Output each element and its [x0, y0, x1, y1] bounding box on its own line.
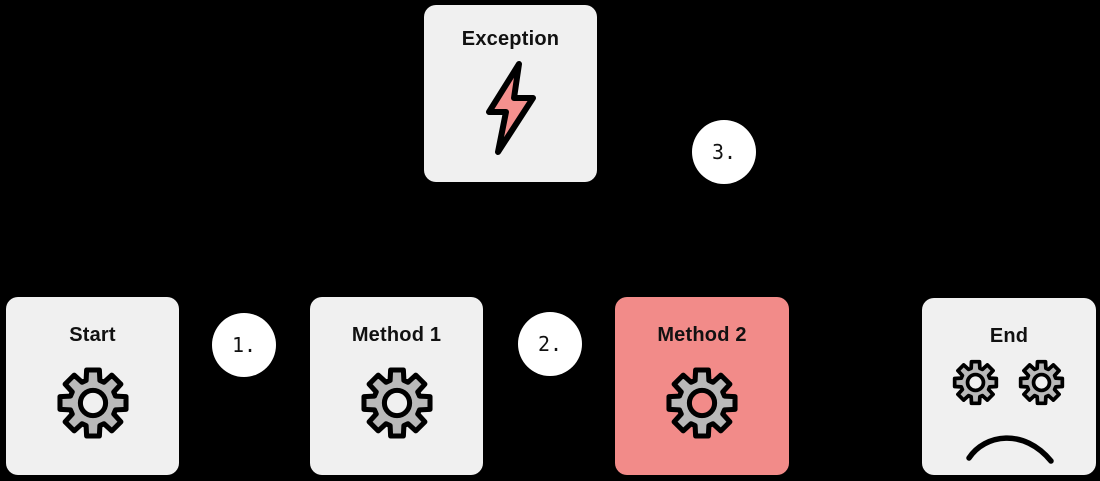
- node-end-label: End: [989, 325, 1029, 347]
- gear-icon: [660, 361, 744, 445]
- node-method-1-label: Method 1: [351, 324, 442, 346]
- node-start-label: Start: [69, 324, 116, 346]
- gear-icon: [51, 361, 135, 445]
- step-marker-3-label: 3.: [711, 140, 737, 164]
- gear-icon: [952, 359, 999, 406]
- gear-icon: [1018, 359, 1065, 406]
- lightning-bolt-icon: [485, 61, 536, 155]
- step-marker-1-label: 1.: [231, 333, 257, 357]
- node-exception: Exception: [424, 5, 597, 182]
- step-marker-1: 1.: [212, 313, 276, 377]
- node-method-1: Method 1: [310, 297, 483, 475]
- node-exception-label: Exception: [461, 28, 560, 50]
- step-marker-3: 3.: [692, 120, 756, 184]
- node-method-2-label: Method 2: [657, 324, 747, 346]
- node-start: Start: [6, 297, 179, 475]
- node-end: End: [922, 298, 1096, 475]
- frown-mouth-icon: [966, 435, 1054, 464]
- node-method-2: Method 2: [615, 297, 789, 475]
- step-marker-2: 2.: [518, 312, 582, 376]
- gear-icon: [355, 361, 439, 445]
- step-marker-2-label: 2.: [537, 332, 563, 356]
